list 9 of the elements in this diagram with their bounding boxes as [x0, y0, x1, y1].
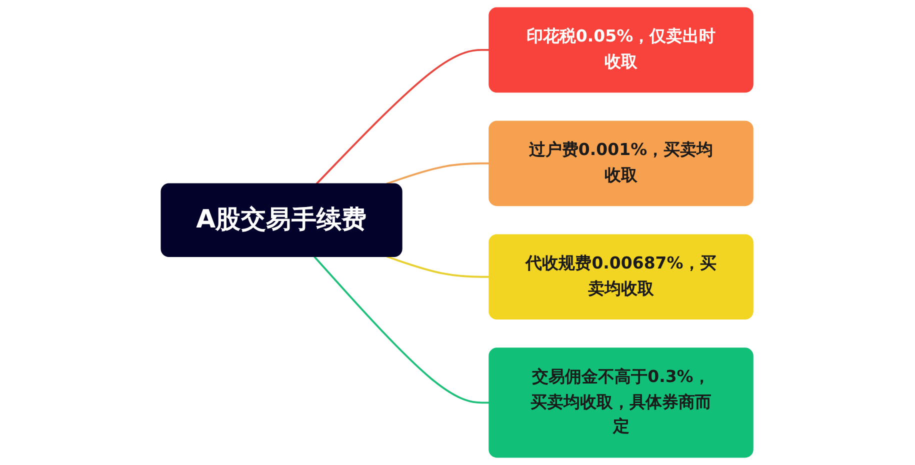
node-box: 印花税0.05%，仅卖出时收取	[489, 7, 754, 93]
node-box: 代收规费0.00687%，买卖均收取	[489, 234, 754, 320]
connector	[386, 162, 490, 185]
connector	[316, 48, 490, 184]
connector	[314, 256, 490, 404]
connector	[386, 256, 490, 278]
node-box: 交易佣金不高于0.3%，买卖均收取，具体券商而定	[489, 348, 754, 458]
node-box: A股交易手续费	[161, 183, 403, 257]
node-box: 过户费0.001%，买卖均收取	[489, 120, 754, 206]
